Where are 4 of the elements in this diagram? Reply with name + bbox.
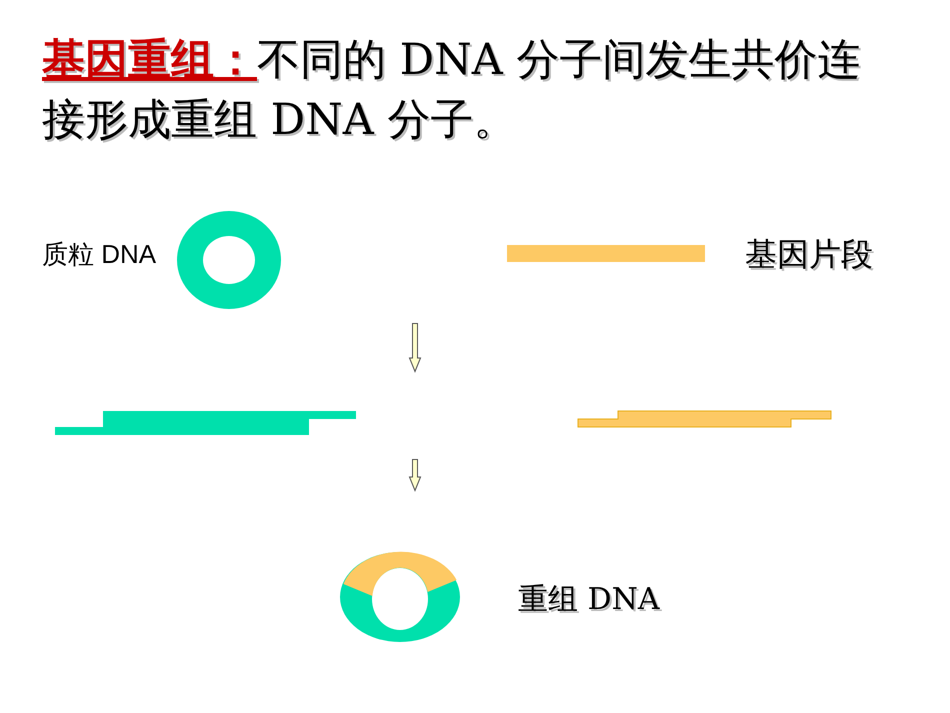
- recombinant-label: 重组 DNA: [518, 581, 661, 619]
- title: 基因重组：不同的 DNA 分子间发生共价连接形成重组 DNA 分子。: [42, 34, 862, 147]
- gene-fragment-label: 基因片段: [745, 234, 874, 275]
- plasmid-label: 质粒 DNA: [42, 238, 158, 271]
